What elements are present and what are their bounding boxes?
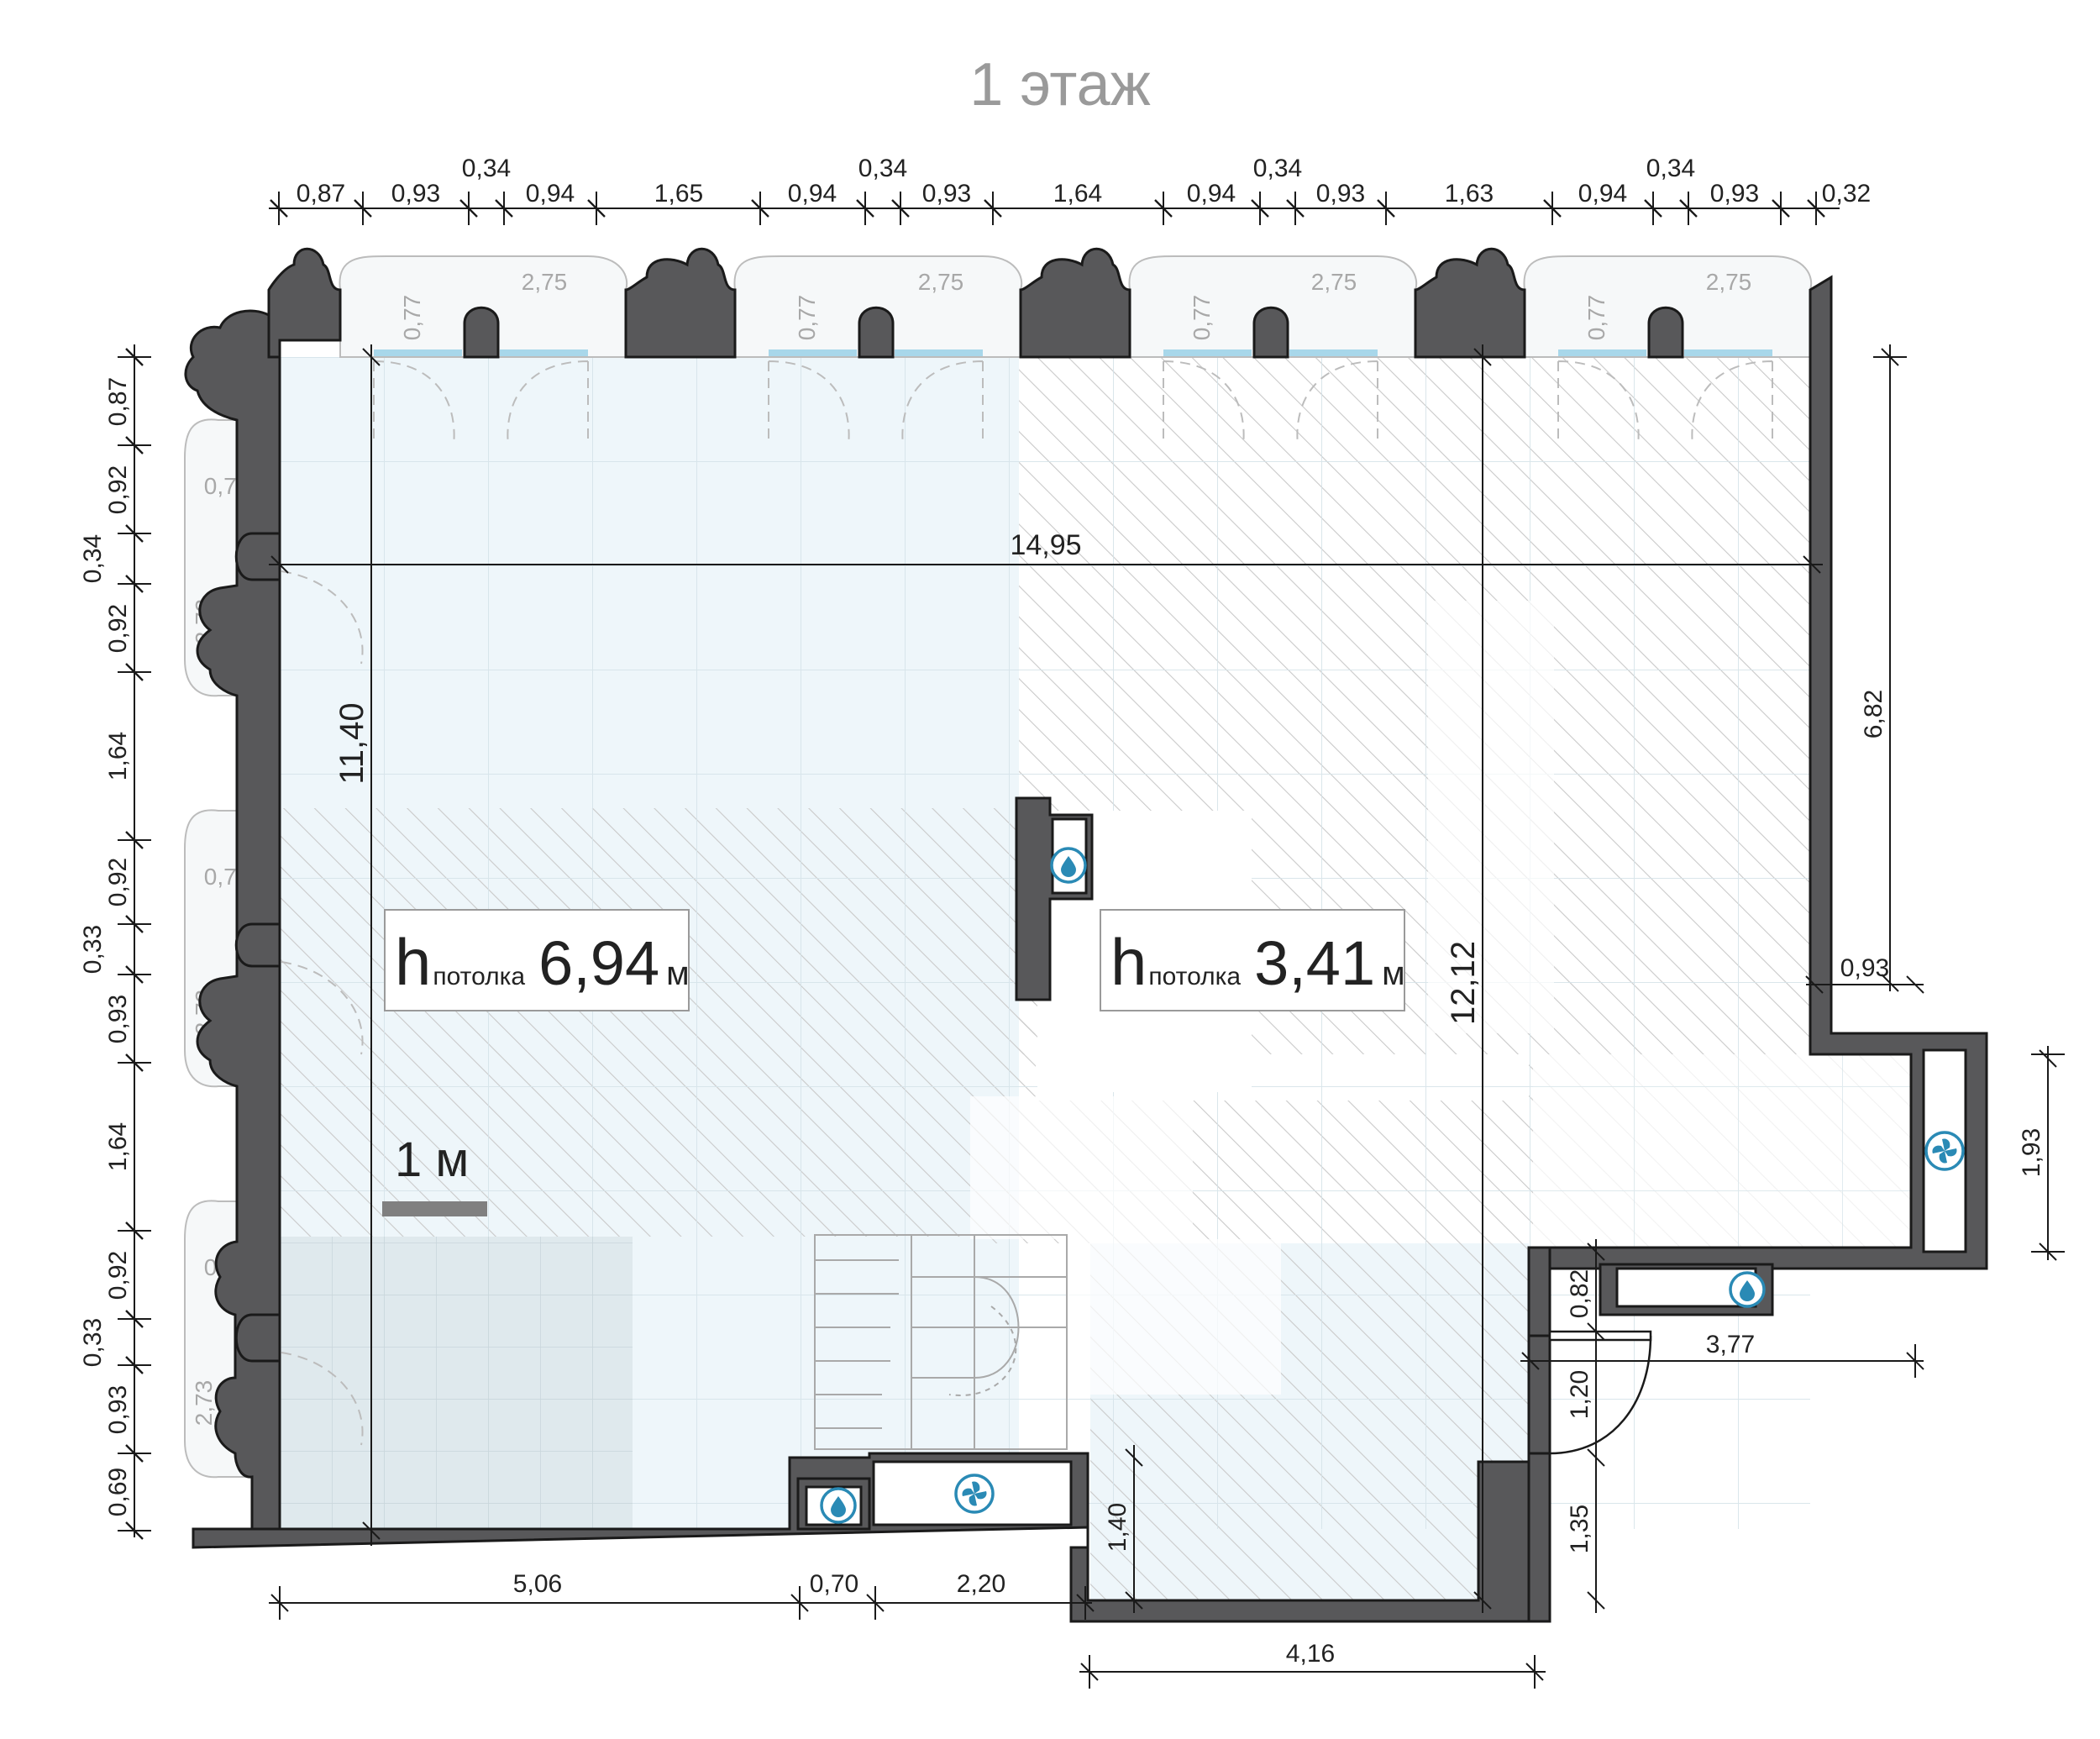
scale-bar: 1 м (382, 1132, 487, 1216)
window-length-label: 2,75 (1311, 269, 1357, 295)
dimension-label: 1,20 (1566, 1370, 1593, 1419)
window-depth-label: 0,77 (1189, 295, 1215, 341)
ventilation-fan-icon (1924, 1131, 1965, 1171)
bottom-dimension-labels: 5,06 0,70 2,20 4,16 (513, 1570, 1335, 1668)
dimension-label: 0,93 (1316, 180, 1365, 208)
svg-text:1 м: 1 м (395, 1132, 469, 1187)
dimension-label: 0,32 (1822, 180, 1871, 208)
dimension-label: 1,64 (104, 732, 132, 780)
water-drop-icon (1729, 1271, 1766, 1308)
dimension-lines (118, 192, 2065, 1689)
dimension-label: 2,20 (957, 1570, 1005, 1598)
dimension-label: 6,82 (1860, 690, 1887, 738)
dimension-label: 0,94 (526, 180, 575, 208)
window-depth-label: 0,77 (399, 295, 425, 341)
dimension-label: 0,87 (104, 377, 132, 426)
dimension-label: 0,93 (104, 995, 132, 1043)
dimension-label: 0,93 (104, 1385, 132, 1434)
dimension-label: 4,16 (1286, 1640, 1335, 1668)
left-dimension-labels: 0,87 0,92 0,34 0,92 1,64 0,92 0,33 0,93 … (79, 377, 132, 1516)
inner-dimension-labels: 14,95 11,40 12,12 6,82 0,93 1,93 3,77 0,… (333, 529, 2045, 1553)
window-depth-label: 0,77 (794, 295, 820, 341)
dimension-label: 14,95 (1010, 529, 1081, 561)
dimension-label: 0,87 (297, 180, 345, 208)
water-drop-icon (820, 1487, 857, 1524)
dimension-label: 0,82 (1566, 1269, 1593, 1318)
water-drop-icon (1050, 847, 1087, 884)
dimension-label: 1,40 (1104, 1503, 1131, 1552)
dimension-label: 1,64 (104, 1122, 132, 1171)
window-length-label: 2,73 (191, 1380, 217, 1426)
dimension-label: 0,33 (79, 925, 107, 974)
dimension-label: 0,34 (858, 155, 907, 182)
staircase (814, 1234, 1068, 1450)
dimension-label: 0,70 (810, 1570, 858, 1598)
dimension-label: 0,92 (104, 465, 132, 514)
dimension-label: 0,93 (1710, 180, 1759, 208)
dimension-label: 0,33 (79, 1318, 107, 1367)
dimension-label: 0,94 (788, 180, 837, 208)
dimension-label: 1,93 (2018, 1128, 2045, 1177)
window-depth-label: 0,77 (1583, 295, 1609, 341)
dimension-label: 12,12 (1445, 941, 1482, 1025)
dimension-label: 1,63 (1445, 180, 1494, 208)
window-length-label: 2,75 (1706, 269, 1752, 295)
floor-title: 1 этаж (969, 51, 1151, 118)
dimension-label: 1,64 (1053, 180, 1102, 208)
dimension-label: 5,06 (513, 1570, 562, 1598)
dimension-label: 0,34 (1646, 155, 1695, 182)
dimension-label: 0,92 (104, 858, 132, 906)
ventilation-fan-icon (954, 1474, 995, 1514)
dimension-label: 0,93 (922, 180, 971, 208)
dimension-label: 1,35 (1566, 1505, 1593, 1553)
dimension-label: 0,69 (104, 1468, 132, 1516)
dimension-label: 0,93 (391, 180, 440, 208)
dimension-label: 0,34 (79, 534, 107, 583)
dimension-label: 1,65 (654, 180, 703, 208)
dimension-label: 0,94 (1187, 180, 1236, 208)
dimension-label: 11,40 (333, 702, 370, 784)
top-dimension-labels: 0,87 0,93 0,34 0,94 1,65 0,94 0,34 0,93 … (297, 155, 1871, 208)
dimension-label: 0,93 (1840, 954, 1889, 982)
window-length-label: 2,75 (522, 269, 568, 295)
dimension-label: 0,94 (1578, 180, 1627, 208)
dimension-label: 3,77 (1706, 1331, 1755, 1358)
dimension-label: 0,34 (1253, 155, 1302, 182)
dimension-label: 0,92 (104, 604, 132, 653)
dimension-label: 0,34 (462, 155, 511, 182)
dimension-label: 0,92 (104, 1251, 132, 1300)
window-length-label: 2,75 (918, 269, 964, 295)
